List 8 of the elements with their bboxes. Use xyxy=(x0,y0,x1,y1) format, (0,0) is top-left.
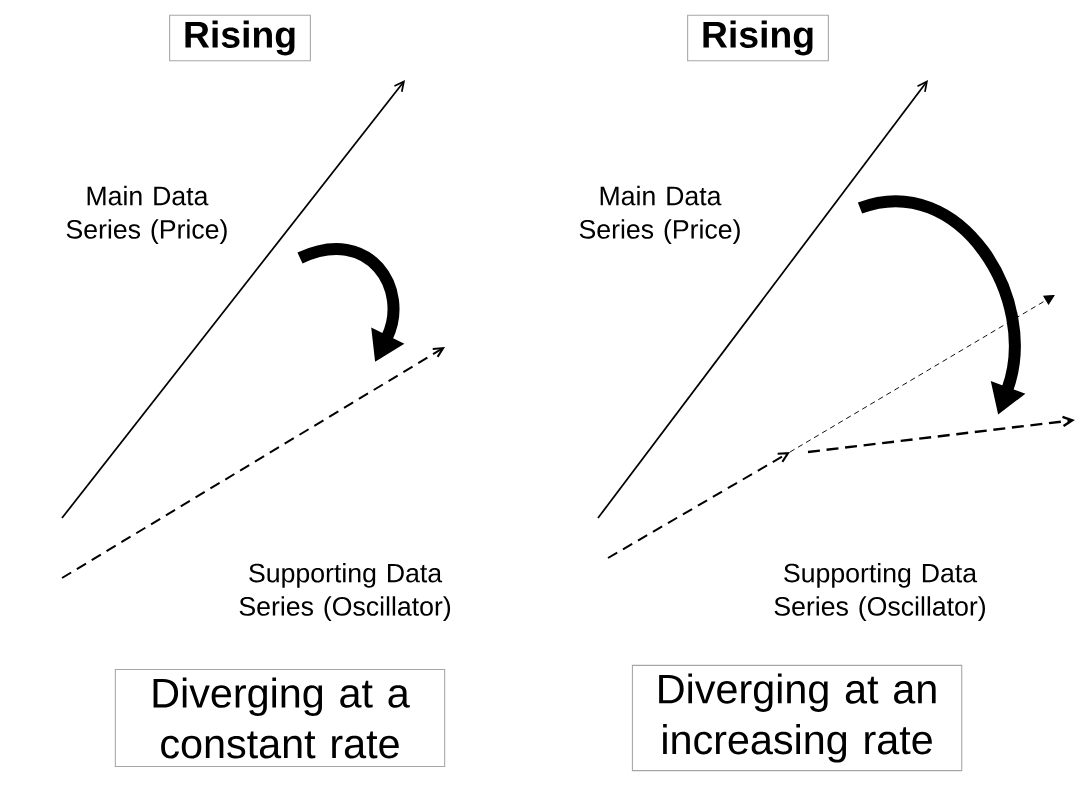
series-label: Supporting Data Series (Oscillator) xyxy=(774,562,985,622)
series-label: Main Data Series (Price) xyxy=(66,185,227,244)
series-label: Main Data Series (Price) xyxy=(579,185,740,244)
result-box: Diverging at a constant rate xyxy=(114,668,446,768)
title-box: Rising xyxy=(169,14,311,62)
title-box: Rising xyxy=(687,14,829,62)
result-box: Diverging at an increasing rate xyxy=(631,664,963,772)
series-label: Supporting Data Series (Oscillator) xyxy=(239,562,451,622)
